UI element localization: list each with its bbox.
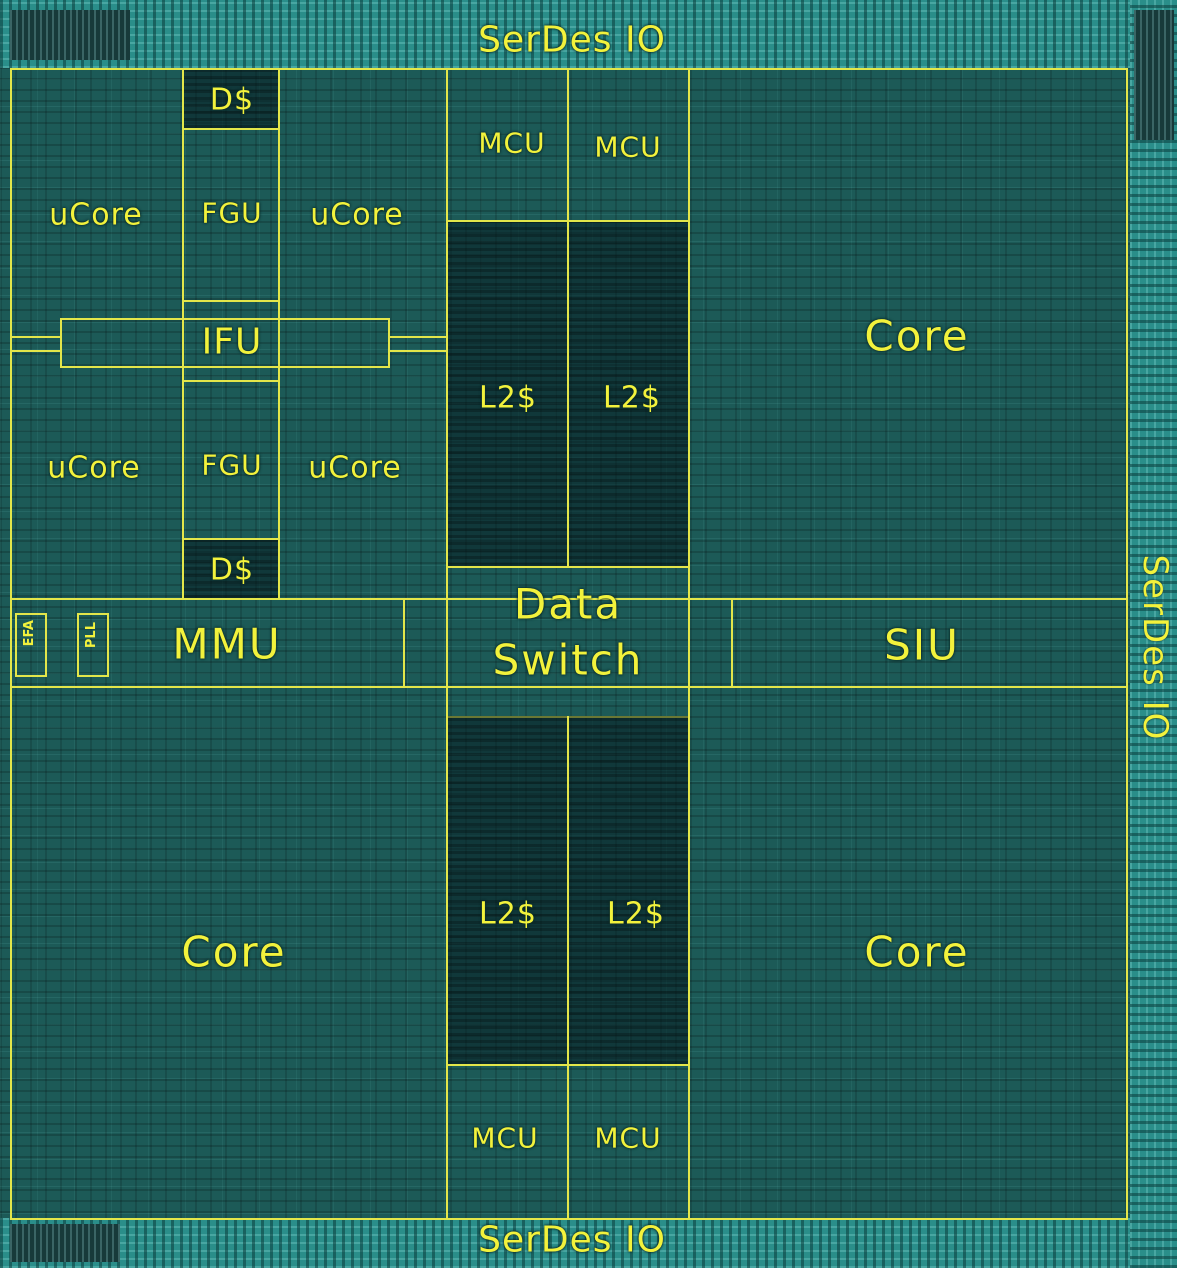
mcu-bottom-left-label: MCU bbox=[471, 1121, 539, 1155]
dcache-top-label: D$ bbox=[209, 82, 255, 118]
serdes-io-right-label: SerDes IO bbox=[1135, 554, 1175, 742]
core-bottom-right-label: Core bbox=[864, 927, 970, 977]
mcu-top-left-label: MCU bbox=[478, 126, 546, 160]
ifu-block bbox=[60, 318, 390, 368]
serdes-io-bottom-band bbox=[0, 1218, 1130, 1268]
core-bottom-right-block bbox=[688, 686, 1128, 1220]
data-switch-block bbox=[403, 598, 733, 688]
ucore-bottom-right-label: uCore bbox=[308, 450, 402, 486]
pll-block bbox=[77, 613, 109, 677]
data-switch-label-line2: Switch bbox=[492, 635, 644, 685]
l2-bottom-left-label: L2$ bbox=[479, 896, 537, 932]
serdes-io-bottom-label: SerDes IO bbox=[478, 1219, 666, 1261]
ifu-wire-left-1 bbox=[10, 336, 62, 338]
data-switch-upper-block bbox=[446, 568, 690, 718]
siu-label: SIU bbox=[884, 620, 960, 670]
dcache-top-block bbox=[182, 68, 280, 130]
core-top-right-label: Core bbox=[864, 311, 970, 361]
mmu-label: MMU bbox=[172, 619, 282, 669]
ucore-top-left-label: uCore bbox=[49, 197, 143, 233]
serdes-io-top-label: SerDes IO bbox=[478, 19, 666, 61]
l2-top-left-label: L2$ bbox=[479, 380, 537, 416]
l2-top-right-label: L2$ bbox=[603, 380, 661, 416]
dcache-bottom-label: D$ bbox=[209, 552, 255, 588]
dcache-bottom-block bbox=[182, 538, 280, 600]
l2-top-divider bbox=[567, 220, 569, 568]
serdes-io-top-band bbox=[0, 0, 1130, 68]
ucore-top-right-label: uCore bbox=[310, 197, 404, 233]
l2-bottom-right-label: L2$ bbox=[607, 896, 665, 932]
ifu-wire-right-1 bbox=[388, 336, 448, 338]
ucore-bottom-left-label: uCore bbox=[47, 450, 141, 486]
ifu-center-block bbox=[182, 300, 280, 382]
fgu-bottom-label: FGU bbox=[201, 448, 263, 482]
mcu-bottom-right-label: MCU bbox=[594, 1121, 662, 1155]
fgu-top-label: FGU bbox=[201, 196, 263, 230]
mcu-top-right-label: MCU bbox=[594, 130, 662, 164]
io-pad-block-top-right bbox=[1134, 10, 1174, 140]
serdes-io-right-band bbox=[1130, 0, 1177, 1268]
l2-bottom-divider bbox=[567, 716, 569, 1066]
ifu-label: IFU bbox=[201, 321, 263, 363]
data-switch-label-line1: Data bbox=[513, 579, 623, 629]
ifu-wire-left-2 bbox=[10, 350, 62, 352]
efa-label: EFA bbox=[22, 620, 37, 647]
core-bottom-left-label: Core bbox=[181, 927, 287, 977]
io-pad-block-bottom-left bbox=[10, 1224, 120, 1262]
ifu-wire-right-2 bbox=[388, 350, 448, 352]
io-pad-block-top-left bbox=[10, 10, 130, 60]
efa-block bbox=[15, 613, 47, 677]
pll-label: PLL bbox=[84, 622, 99, 649]
